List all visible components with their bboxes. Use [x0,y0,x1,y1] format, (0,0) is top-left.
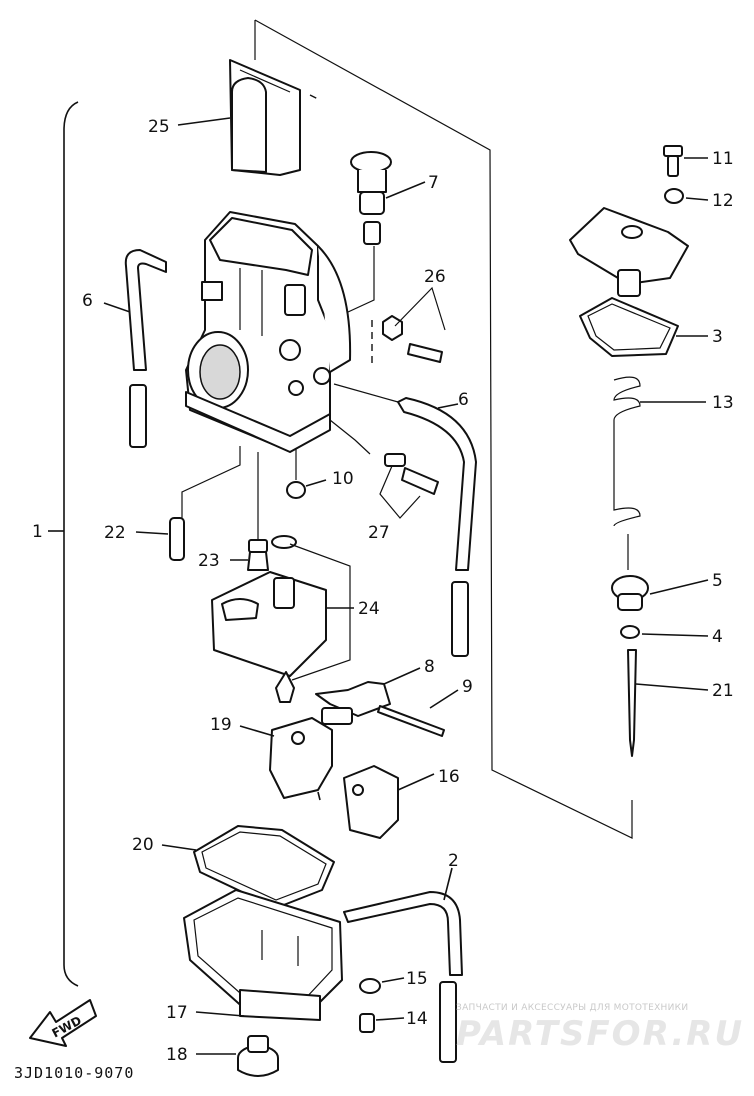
callout-21: 21 [712,681,734,701]
overflow-hose-part [343,867,463,1063]
carburetor-body-part [181,211,352,540]
float-chamber-part [183,889,343,1021]
callout-1: 1 [32,522,43,542]
callout-5: 5 [712,571,723,591]
callout-12: 12 [712,191,734,211]
callout-9: 9 [462,677,473,697]
callout-4: 4 [712,627,723,647]
washer-part [359,977,405,994]
callout-6-left: 6 [82,291,93,311]
callout-20: 20 [132,835,154,855]
diagram-code: 3JD1010-9070 [14,1064,135,1082]
callout-22: 22 [104,523,126,543]
callout-7: 7 [428,173,439,193]
drain-plug-leader [195,1011,245,1017]
callout-19: 19 [210,715,232,735]
callout-13: 13 [712,393,734,413]
assembly-bracket [63,101,79,987]
float-arm-part [315,667,421,725]
throttle-valve-part [177,59,301,176]
callout-14: 14 [406,1009,428,1029]
callout-6-right: 6 [458,390,469,410]
forward-arrow-icon: FWD [29,999,97,1047]
assembly-outline [254,19,633,839]
callout-15: 15 [406,969,428,989]
callout-27: 27 [368,523,390,543]
top-cover-part [569,145,709,357]
callout-23: 23 [198,551,220,571]
main-jet-part [230,539,269,571]
watermark-logo: PARTSFOR.RU [456,1014,745,1054]
screw-part [359,1013,405,1033]
air-screw-part [135,517,185,561]
callout-8: 8 [424,657,435,677]
float-pin-part [377,689,459,737]
left-breather-hose-part [103,249,167,448]
callout-24: 24 [358,599,380,619]
needle-holder-part [611,575,709,611]
jet-needle-part [627,649,709,757]
throttle-stop-screw-part [329,419,439,519]
callout-16: 16 [438,767,460,787]
callout-18: 18 [166,1045,188,1065]
callout-17: 17 [166,1003,188,1023]
callout-3: 3 [712,327,723,347]
callout-10: 10 [332,469,354,489]
callout-2: 2 [448,851,459,871]
callout-25: 25 [148,117,170,137]
watermark-tagline: ЗАПЧАСТИ И АКСЕССУАРЫ ДЛЯ МОТОТЕХНИКИ [456,1003,689,1013]
starter-plunger-part [295,151,426,337]
callout-26: 26 [424,267,446,287]
accelerator-cover-part [343,765,435,839]
callout-11: 11 [712,149,734,169]
float-chamber-gasket-part [161,825,335,909]
pilot-screw-part [371,286,446,365]
float-part [211,535,354,703]
spring-part [613,376,706,570]
right-breather-hose-part [333,383,477,657]
drain-plug-part [196,1035,279,1077]
callout-labels: 1 2 3 4 5 6 6 7 8 9 10 11 12 13 14 15 16… [32,117,734,1065]
clip-part [620,625,709,639]
jet-block-part [239,717,333,801]
plug-part [286,479,327,499]
